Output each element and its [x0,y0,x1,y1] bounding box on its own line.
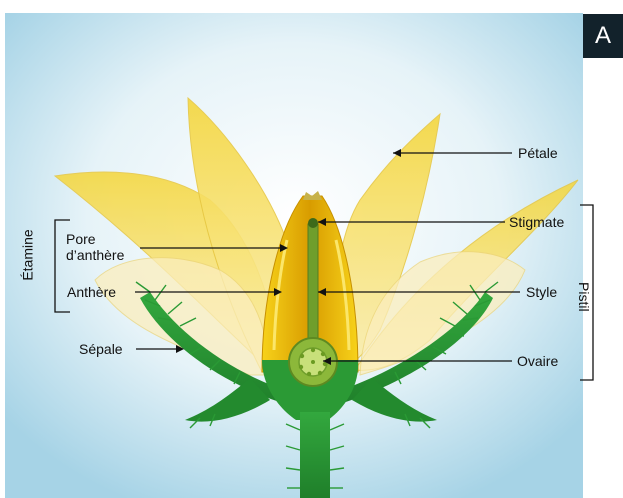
label-pistil: Pistil [576,282,592,312]
pistil-stigma [308,218,318,228]
label-stigmate: Stigmate [509,213,564,231]
stem [300,412,330,498]
label-ovaire: Ovaire [517,352,558,370]
label-style: Style [526,283,557,301]
pistil-style [308,224,318,344]
label-petale: Pétale [518,144,558,162]
label-anthere: Anthère [67,283,116,301]
label-pore-line2: d’anthère [66,246,124,264]
label-etamine-text: Étamine [20,229,36,280]
label-sepale: Sépale [79,340,123,358]
label-etamine: Étamine [20,229,36,280]
label-pistil-text: Pistil [576,282,592,312]
panel-letter-badge: A [583,14,623,58]
